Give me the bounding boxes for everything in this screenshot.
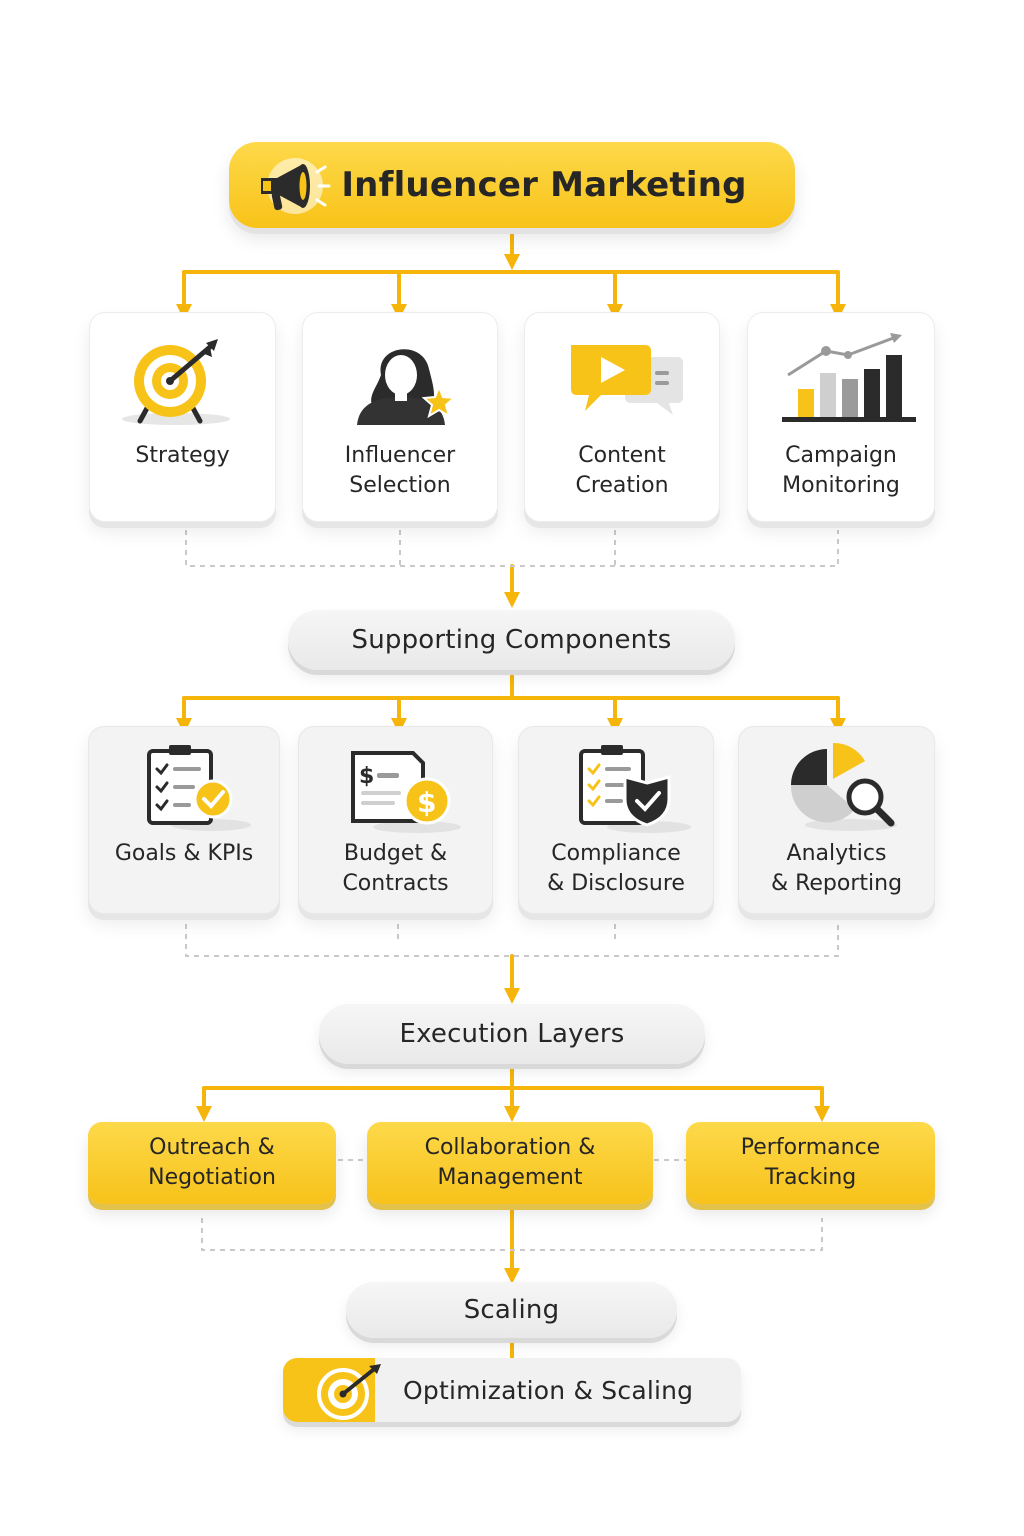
optimization-scaling-node[interactable]: Optimization & Scaling: [283, 1358, 741, 1422]
scaling-node[interactable]: Scaling: [346, 1282, 677, 1338]
card-campaign-monitoring-label: Campaign Monitoring: [782, 443, 900, 498]
card-content-creation-label: Content Creation: [575, 443, 669, 498]
root-title: Influencer Marketing: [341, 165, 747, 205]
budget-document-icon: $ $: [347, 749, 467, 841]
card-analytics-reporting-label: Analytics & Reporting: [770, 841, 903, 896]
dashed-collector-level3: [201, 1218, 823, 1251]
card-compliance-disclosure-label: Compliance & Disclosure: [547, 841, 685, 896]
box-collaboration-management[interactable]: Collaboration & Management: [367, 1122, 653, 1204]
card-content-creation[interactable]: Content Creation: [524, 312, 720, 522]
supporting-components-node[interactable]: Supporting Components: [288, 610, 735, 670]
execution-layers-node[interactable]: Execution Layers: [319, 1004, 705, 1064]
checklist-icon: [141, 745, 251, 839]
influencer-star-icon: [351, 335, 461, 431]
dashed-collector-level1: [185, 530, 839, 567]
svg-text:$: $: [359, 764, 374, 789]
megaphone-icon: [243, 156, 353, 220]
box-outreach-negotiation[interactable]: Outreach & Negotiation: [88, 1122, 336, 1204]
card-budget-contracts[interactable]: $ $ Budget & Contracts: [298, 726, 493, 914]
dashed-collector-level2: [185, 924, 839, 957]
card-compliance-disclosure[interactable]: Compliance & Disclosure: [518, 726, 714, 914]
root-node[interactable]: Influencer Marketing: [229, 142, 795, 228]
shield-checklist-icon: [575, 743, 695, 839]
optimization-scaling-title: Optimization & Scaling: [403, 1375, 694, 1405]
card-goals-kpis[interactable]: Goals & KPIs: [88, 726, 280, 914]
box-performance-tracking[interactable]: Performance Tracking: [686, 1122, 935, 1204]
card-strategy-label: Strategy: [135, 443, 230, 468]
card-influencer-selection[interactable]: Influencer Selection: [302, 312, 498, 522]
target-icon: [118, 337, 238, 431]
card-analytics-reporting[interactable]: Analytics & Reporting: [738, 726, 935, 914]
card-campaign-monitoring[interactable]: Campaign Monitoring: [747, 312, 935, 522]
video-chat-icon: [567, 341, 687, 429]
card-influencer-selection-label: Influencer Selection: [344, 443, 456, 498]
target-icon: [307, 1362, 387, 1422]
execution-layers-title: Execution Layers: [399, 1019, 625, 1049]
svg-text:$: $: [417, 786, 436, 819]
card-strategy[interactable]: Strategy: [89, 312, 276, 522]
card-goals-kpis-label: Goals & KPIs: [114, 841, 254, 866]
card-budget-contracts-label: Budget & Contracts: [342, 841, 449, 896]
bar-chart-icon: [778, 333, 918, 429]
scaling-title: Scaling: [463, 1295, 560, 1325]
supporting-components-title: Supporting Components: [351, 625, 672, 655]
pie-magnifier-icon: [781, 741, 911, 839]
